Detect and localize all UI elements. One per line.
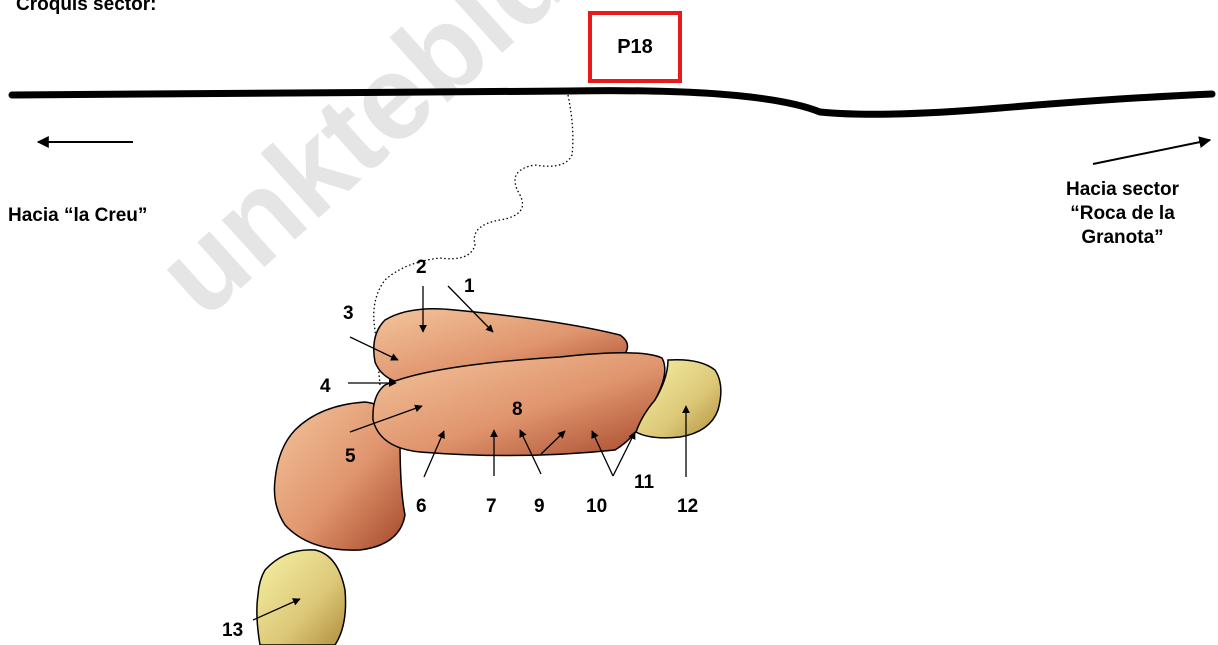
route-9-arrow xyxy=(519,429,542,475)
route-label-9: 9 xyxy=(534,496,545,517)
route-label-5: 5 xyxy=(345,446,356,467)
arrow-right-icon xyxy=(1092,136,1212,165)
route-label-3: 3 xyxy=(343,303,354,324)
route-label-10: 10 xyxy=(586,496,607,517)
road-line xyxy=(8,87,1216,118)
direction-right-line-1: Hacia sector xyxy=(1065,179,1179,200)
route-label-4: 4 xyxy=(320,376,331,397)
route-3-arrow xyxy=(349,336,399,361)
route-13-arrow xyxy=(252,598,301,621)
parking-marker: P18 xyxy=(588,11,682,83)
sketch-title: Croquis sector: xyxy=(16,0,157,15)
route-label-8: 8 xyxy=(512,399,523,420)
route-9b-arrow xyxy=(540,430,566,455)
route-1-arrow xyxy=(447,285,494,333)
boulder-right xyxy=(635,358,722,439)
route-10-arrow xyxy=(591,430,614,477)
route-label-2: 2 xyxy=(416,257,427,278)
route-label-1: 1 xyxy=(464,276,475,297)
direction-right-line-3: Granota” xyxy=(1081,227,1164,248)
route-11-arrow xyxy=(612,431,636,477)
route-label-7: 7 xyxy=(486,496,497,517)
parking-label: P18 xyxy=(617,35,653,58)
rock-lower-left xyxy=(273,401,406,551)
route-label-12: 12 xyxy=(677,496,698,517)
route-5-arrow xyxy=(349,404,423,433)
boulder-bottom xyxy=(256,549,347,645)
route-label-6: 6 xyxy=(416,496,427,517)
route-label-11: 11 xyxy=(634,472,655,493)
route-6-arrow xyxy=(423,430,445,478)
route-label-13: 13 xyxy=(222,620,243,641)
direction-right-label: Hacia sector “Roca de la Granota” xyxy=(1030,178,1215,250)
direction-left-label: Hacia “la Creu” xyxy=(8,205,148,226)
direction-right-line-2: “Roca de la xyxy=(1070,203,1175,224)
